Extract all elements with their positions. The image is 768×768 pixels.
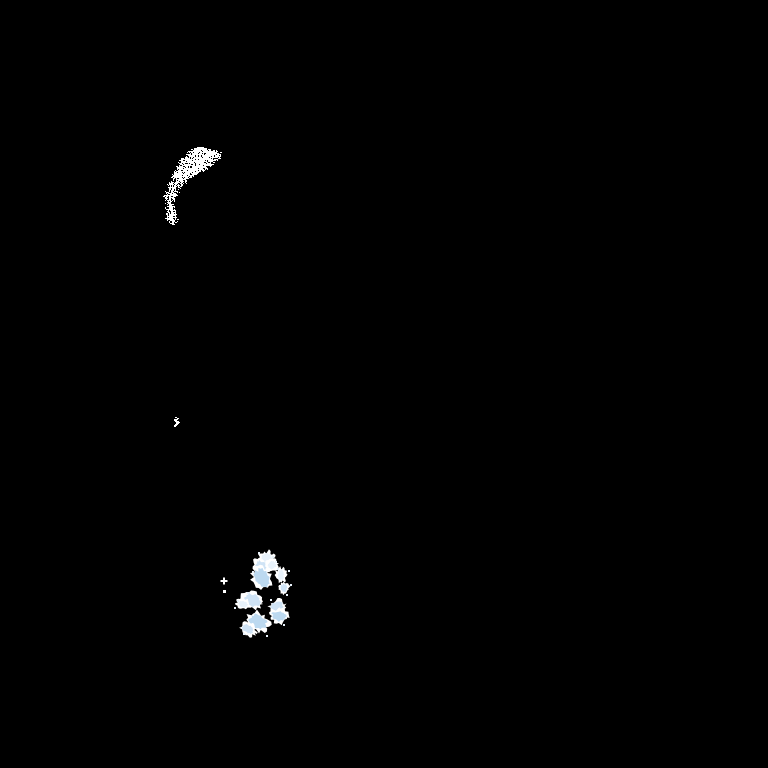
segmentation-mask-canvas: [0, 0, 768, 768]
mask-viewport: Black background raster mask with a whit…: [0, 0, 768, 768]
